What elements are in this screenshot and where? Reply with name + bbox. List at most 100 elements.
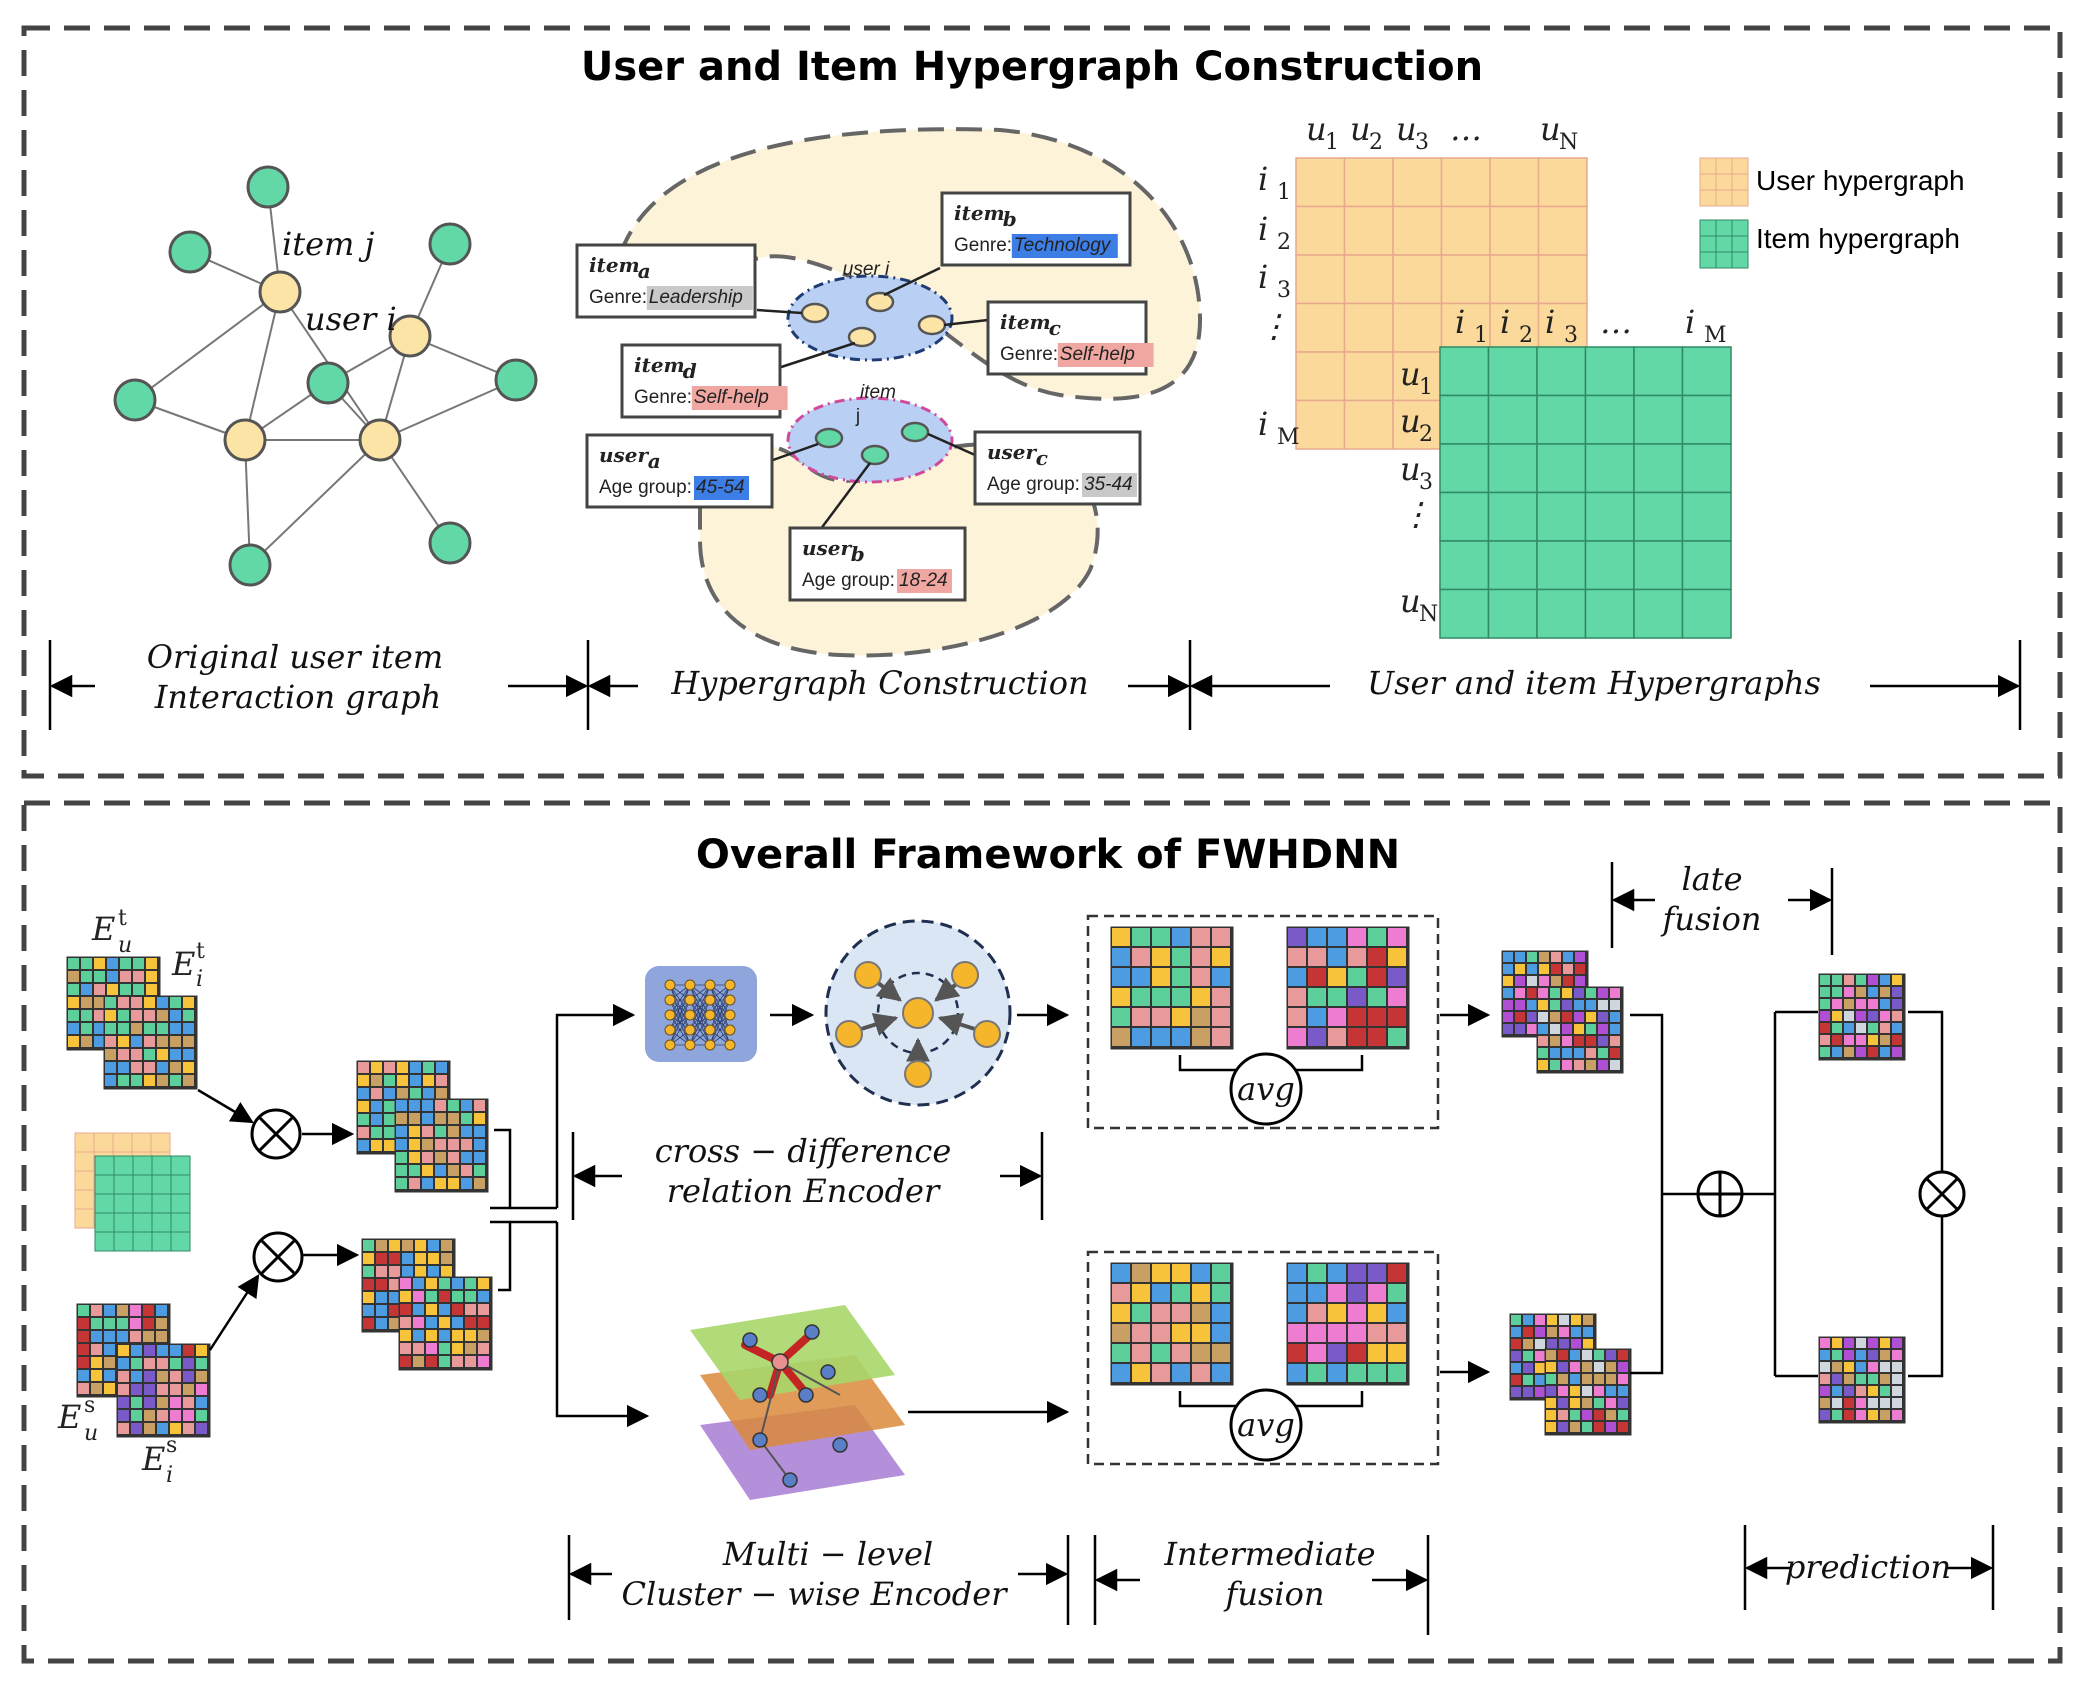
stage-late-fusion-line2: fusion bbox=[1661, 900, 1762, 938]
item-hypergraph-cell bbox=[1487, 491, 1538, 542]
item-hypergraph-cell bbox=[1584, 491, 1635, 542]
user-hypergraph-cell bbox=[1343, 351, 1394, 402]
label-user-i: user i bbox=[305, 300, 397, 338]
item-hypergraph-cell bbox=[1681, 443, 1732, 494]
svg-text:avg: avg bbox=[1237, 1406, 1295, 1444]
col-label-u-subscript: 1 bbox=[1325, 130, 1339, 155]
user-hypergraph-cell bbox=[1440, 302, 1491, 353]
user-hypergraph-cell bbox=[1537, 302, 1588, 353]
box-value-highlight bbox=[691, 386, 788, 410]
svg-text:E: E bbox=[91, 910, 115, 948]
stage-prediction: prediction bbox=[1785, 1548, 1951, 1586]
box-title: item bbox=[634, 353, 685, 377]
hypergraph-matrices bbox=[1295, 157, 1732, 639]
item-hypergraph-cell bbox=[1536, 394, 1587, 445]
svg-text:E: E bbox=[141, 1440, 165, 1478]
graph-encoder-icon bbox=[824, 919, 1012, 1107]
row-label-u-subscript: 1 bbox=[1419, 375, 1433, 400]
box-value: Self-help bbox=[1060, 344, 1135, 365]
fusion-box-1 bbox=[1086, 914, 1440, 1130]
stage-user-item-hypergraphs: User and item Hypergraphs bbox=[1367, 664, 1821, 702]
box-title: user bbox=[599, 443, 650, 467]
legend-item-label: Item hypergraph bbox=[1756, 223, 1960, 254]
item-hypergraph-cell bbox=[1633, 540, 1684, 591]
box-title-subscript: b bbox=[1003, 207, 1017, 231]
item-hypergraph-cell bbox=[1439, 540, 1490, 591]
stage-original-graph-line1: Original user item bbox=[147, 638, 443, 676]
user-hypergraph-cell bbox=[1392, 157, 1443, 208]
item-hypergraph-cell bbox=[1681, 394, 1732, 445]
item-hypergraph-cell bbox=[1487, 443, 1538, 494]
label-item-j: item j bbox=[282, 225, 375, 263]
item-hypergraph-cell bbox=[1584, 394, 1635, 445]
stage-original-graph-line2: Interaction graph bbox=[154, 678, 441, 716]
box-field: Genre: bbox=[1000, 344, 1058, 365]
col-label-i-subscript: M bbox=[1704, 323, 1727, 348]
row-label-u-subscript: 3 bbox=[1419, 470, 1433, 495]
user-hypergraph-cell bbox=[1537, 157, 1588, 208]
fusion-grid-2a bbox=[1110, 1262, 1234, 1386]
box-field: Genre: bbox=[589, 287, 647, 308]
row-label-u: u bbox=[1400, 355, 1421, 393]
row-label-i: i bbox=[1258, 258, 1268, 296]
fused-grid-2b bbox=[1544, 1348, 1632, 1436]
box-value: 18-24 bbox=[899, 570, 948, 591]
item-hypergraph-cell bbox=[1681, 491, 1732, 542]
product-grid-2 bbox=[394, 1098, 489, 1193]
stage-intermediate-line2: fusion bbox=[1224, 1575, 1325, 1613]
avg-op-2: avg bbox=[1229, 1388, 1303, 1462]
user-hypergraph-cell bbox=[1392, 399, 1443, 450]
user-i-hyperedge bbox=[786, 274, 954, 362]
box-title-subscript: c bbox=[1036, 446, 1048, 470]
item-hypergraph-mini bbox=[94, 1155, 191, 1252]
item-hypergraph-cell bbox=[1487, 346, 1538, 397]
legend-item-swatch bbox=[1699, 219, 1749, 269]
user-node bbox=[223, 418, 267, 462]
box-value: Self-help bbox=[694, 387, 769, 408]
embedding-e-i-t bbox=[103, 995, 198, 1090]
item-node bbox=[113, 378, 157, 422]
box-title-subscript: d bbox=[683, 359, 697, 383]
box-title-subscript: a bbox=[648, 449, 661, 473]
item-hypergraph-cell bbox=[1439, 443, 1490, 494]
col-label-u: … bbox=[1450, 110, 1482, 148]
col-label-u: u bbox=[1540, 110, 1561, 148]
user-hypergraph-cell bbox=[1537, 254, 1588, 305]
fusion-grid-1a bbox=[1110, 926, 1234, 1050]
user-hypergraph-cell bbox=[1295, 254, 1346, 305]
item-hypergraph-cell bbox=[1439, 588, 1490, 639]
row-label-u: u bbox=[1400, 402, 1421, 440]
col-label-u-subscript: 2 bbox=[1369, 130, 1383, 155]
user-hypergraph-cell bbox=[1295, 399, 1346, 450]
bottom-stage-rulers bbox=[567, 862, 1995, 1635]
row-label-u-subscript: N bbox=[1419, 602, 1438, 627]
col-label-u: u bbox=[1396, 110, 1417, 148]
multiply-op-2 bbox=[252, 1231, 304, 1283]
multiply-op-1 bbox=[250, 1108, 302, 1160]
row-label-i-subscript: 3 bbox=[1277, 278, 1291, 303]
item-hypergraph-cell bbox=[1487, 588, 1538, 639]
col-label-u-subscript: N bbox=[1559, 130, 1578, 155]
fusion-grid-2b bbox=[1286, 1262, 1410, 1386]
svg-text:E: E bbox=[57, 1398, 81, 1436]
item-hypergraph-cell bbox=[1584, 443, 1635, 494]
row-label-u: ⋮ bbox=[1400, 495, 1432, 533]
fused-grid-1b bbox=[1536, 986, 1624, 1074]
user-hypergraph-cell bbox=[1489, 254, 1540, 305]
multi-level-cluster-icon bbox=[690, 1305, 905, 1500]
col-label-i-subscript: 2 bbox=[1519, 323, 1533, 348]
box-value: 45-54 bbox=[696, 477, 745, 498]
item-node bbox=[228, 543, 272, 587]
item-node bbox=[494, 358, 538, 402]
box-field: Age group: bbox=[802, 570, 895, 591]
svg-text:E: E bbox=[171, 945, 195, 983]
svg-text:i: i bbox=[196, 967, 203, 992]
hypergraph-construction: user i item j itemaGenre:Leadershipitemb… bbox=[575, 127, 1203, 658]
stage-intermediate-line1: Intermediate bbox=[1163, 1535, 1375, 1573]
top-title: User and Item Hypergraph Construction bbox=[581, 44, 1483, 90]
col-label-i: … bbox=[1600, 303, 1632, 341]
svg-text:t: t bbox=[196, 939, 205, 964]
